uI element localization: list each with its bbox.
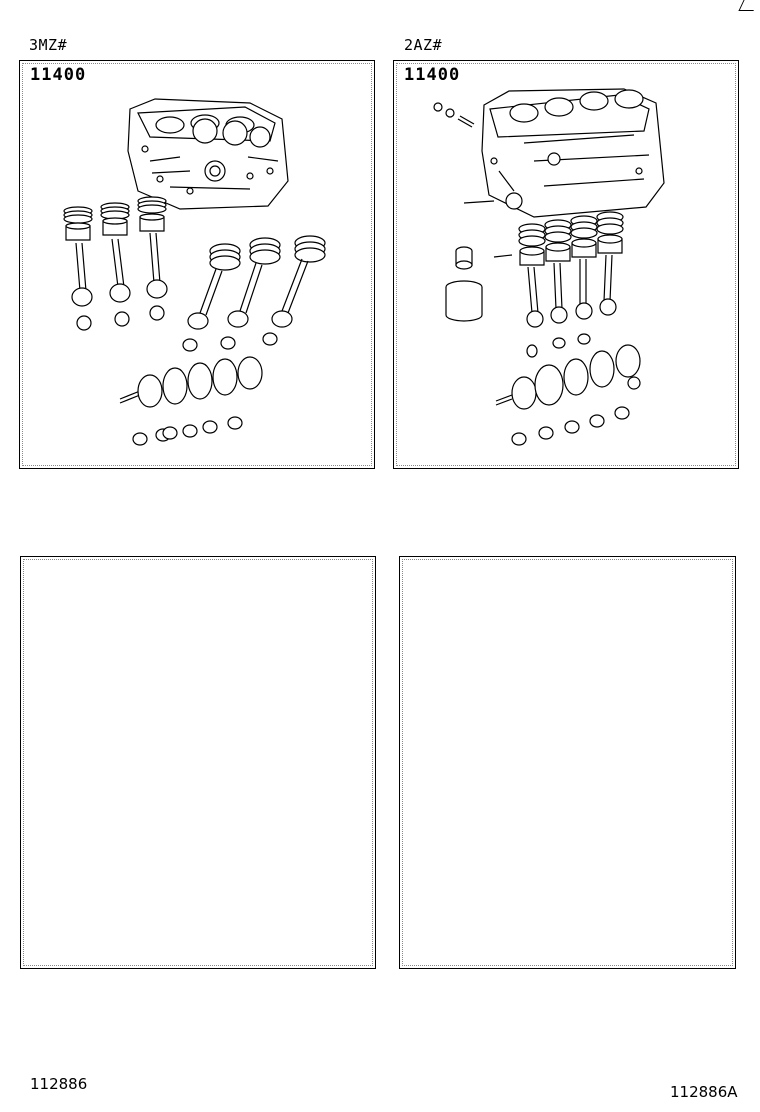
- cylinder-block-drawing: [128, 99, 288, 209]
- engine-code-right: 2AZ#: [404, 36, 443, 54]
- main-bearings: [512, 407, 629, 445]
- bolts: [434, 103, 494, 203]
- cylinder-block-drawing: [482, 89, 664, 217]
- main-bearings: [133, 417, 242, 445]
- engine-code-left: 3MZ#: [29, 36, 68, 54]
- corner-mark: [738, 0, 759, 11]
- crankshaft: [120, 357, 262, 407]
- figure-code-right: 112886A: [670, 1083, 738, 1101]
- oil-filter: [446, 247, 482, 321]
- engine-block-illustration-right: [394, 61, 740, 470]
- piston-assemblies-right: [183, 236, 325, 351]
- part-number-left[interactable]: 11400: [30, 65, 87, 85]
- connecting-rods: [527, 255, 616, 357]
- empty-panel-left: [20, 556, 376, 969]
- part-number-right[interactable]: 11400: [404, 65, 461, 85]
- pistons: [494, 235, 622, 265]
- figure-code-left: 112886: [30, 1075, 88, 1093]
- piston-rings-set: [64, 197, 166, 223]
- parts-panel-right: 11400: [393, 60, 739, 469]
- empty-panel-right: [399, 556, 736, 969]
- rod-bearings: [77, 306, 164, 330]
- piston-rings-set: [519, 212, 623, 246]
- pistons: [66, 214, 164, 240]
- parts-panel-left: 11400: [19, 60, 375, 469]
- connecting-rods: [72, 233, 167, 306]
- crankshaft: [496, 345, 640, 409]
- engine-block-illustration-left: [20, 61, 376, 470]
